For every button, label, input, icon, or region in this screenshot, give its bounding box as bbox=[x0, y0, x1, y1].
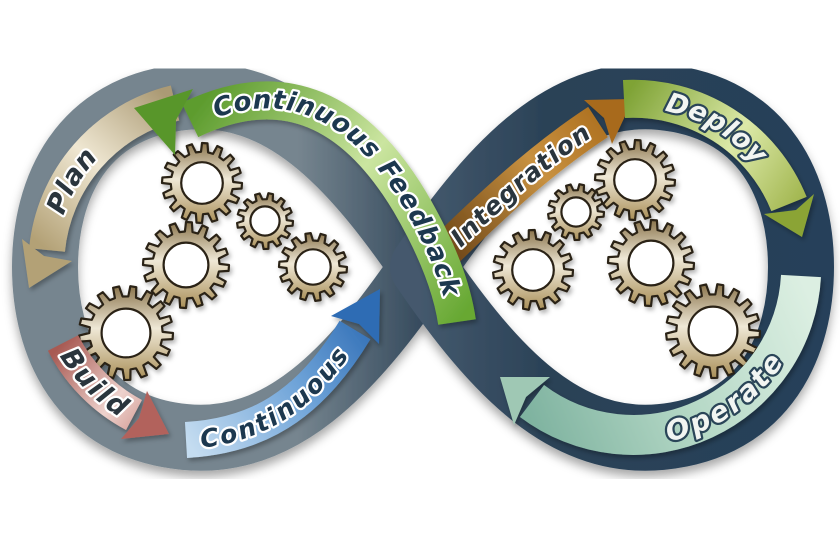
build-ribbon bbox=[47, 334, 143, 431]
left-gear-hole bbox=[294, 248, 332, 286]
plan-arrowhead-icon bbox=[22, 239, 72, 288]
left-gear-hole bbox=[180, 161, 224, 205]
continuous-feedback-ribbon bbox=[181, 81, 476, 326]
deploy-arrowhead-icon bbox=[764, 194, 814, 237]
continuous-ribbon bbox=[184, 320, 371, 458]
continuous-feedback-arrowhead-icon bbox=[134, 89, 193, 155]
integration-arrowhead-icon bbox=[584, 99, 633, 144]
operate-arrowhead-icon bbox=[500, 377, 550, 425]
left-gear-hole bbox=[249, 205, 281, 237]
integration-ribbon bbox=[433, 106, 608, 263]
left-gear-hole bbox=[162, 241, 210, 289]
right-gear-hole bbox=[613, 158, 657, 202]
operate-ribbon bbox=[519, 274, 821, 455]
gears-group bbox=[78, 138, 762, 382]
right-gear-hole bbox=[627, 239, 675, 287]
deploy-ribbon bbox=[622, 79, 807, 212]
right-gear-hole bbox=[687, 305, 739, 357]
continuous-arrowhead-icon bbox=[331, 289, 380, 344]
right-gear-hole bbox=[511, 248, 555, 292]
right-gear-hole bbox=[560, 196, 592, 228]
build-arrowhead-icon bbox=[121, 391, 169, 439]
left-gear-hole bbox=[100, 307, 152, 359]
